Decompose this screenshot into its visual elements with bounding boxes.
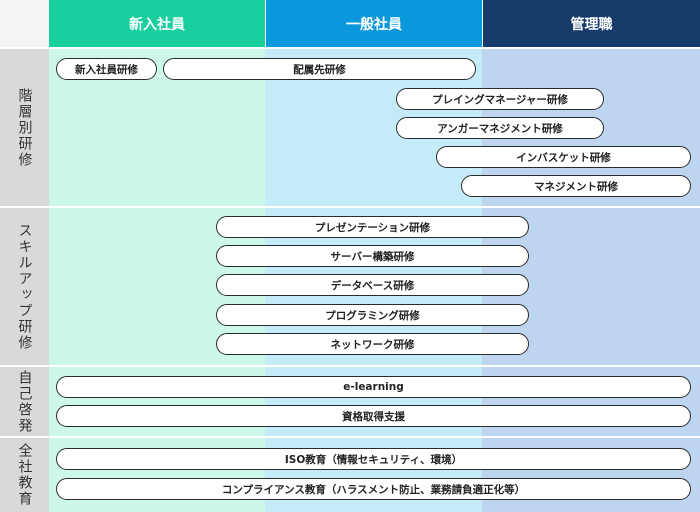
training-database: データベース研修 (216, 274, 529, 296)
header-corner (0, 0, 49, 47)
row-separator (0, 47, 700, 49)
row-separator (0, 206, 700, 208)
row-label-company-education: 全社教育 (0, 438, 49, 512)
row-separator (0, 436, 700, 438)
row-label-text: 階層別研修 (16, 87, 33, 168)
training-presentation: プレゼンテーション研修 (216, 216, 529, 238)
row-label-text: 自己啓発 (16, 369, 33, 434)
training-qualification-support: 資格取得支援 (56, 405, 691, 427)
training-management: マネジメント研修 (461, 175, 691, 197)
row-label-text: 全社教育 (16, 443, 33, 507)
training-compliance-education: コンプライアンス教育（ハラスメント防止、業務請負適正化等） (56, 478, 691, 500)
training-playing-manager: プレイングマネージャー研修 (396, 88, 604, 110)
training-programming: プログラミング研修 (216, 304, 529, 326)
training-iso-education: ISO教育（情報セキュリティ、環境） (56, 448, 691, 470)
column-header-general-employee: 一般社員 (265, 0, 482, 47)
row-label-self-development: 自己啓発 (0, 367, 49, 436)
row-label-level-training: 階層別研修 (0, 49, 49, 206)
row-separator (0, 365, 700, 367)
training-in-basket: インバスケット研修 (436, 146, 691, 168)
training-network: ネットワーク研修 (216, 333, 529, 355)
training-server-build: サーバー構築研修 (216, 245, 529, 267)
training-new-employee: 新入社員研修 (56, 58, 157, 80)
row-label-skill-training: スキルアップ研修 (0, 208, 49, 365)
column-header-manager: 管理職 (482, 0, 700, 47)
training-anger-management: アンガーマネジメント研修 (396, 117, 604, 139)
training-assignment: 配属先研修 (163, 58, 476, 80)
training-e-learning: e-learning (56, 376, 691, 398)
row-label-text: スキルアップ研修 (16, 222, 33, 351)
column-header-new-employee: 新入社員 (49, 0, 265, 47)
